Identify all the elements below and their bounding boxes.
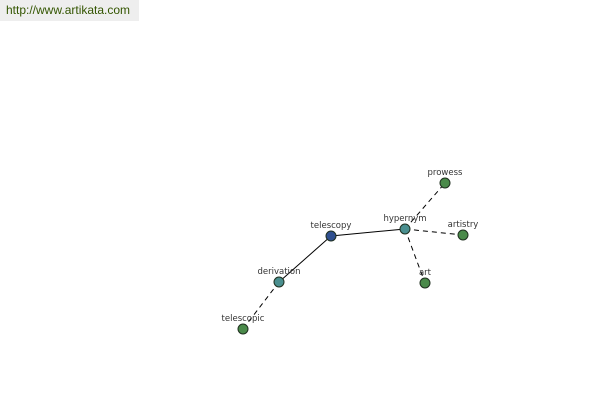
node-label-telescopy: telescopy bbox=[311, 221, 352, 231]
node-prowess[interactable]: prowess bbox=[428, 168, 464, 189]
node-marker-telescopic[interactable] bbox=[237, 323, 249, 335]
node-label-prowess: prowess bbox=[428, 168, 464, 178]
node-label-artistry: artistry bbox=[448, 220, 479, 230]
node-art[interactable]: art bbox=[419, 268, 432, 289]
site-url-link[interactable]: http://www.artikata.com bbox=[0, 0, 139, 21]
node-hypernym[interactable]: hypernym bbox=[383, 214, 427, 235]
node-marker-prowess[interactable] bbox=[439, 177, 451, 189]
node-marker-hypernym[interactable] bbox=[399, 223, 411, 235]
edge-hypernym-art bbox=[404, 228, 426, 284]
edges-layer bbox=[242, 182, 464, 330]
edge-telescopy-derivation bbox=[278, 235, 332, 283]
node-label-hypernym: hypernym bbox=[383, 214, 426, 224]
node-marker-telescopy[interactable] bbox=[325, 230, 337, 242]
edge-hypernym-prowess bbox=[404, 182, 446, 230]
node-marker-art[interactable] bbox=[419, 277, 431, 289]
node-label-art: art bbox=[419, 268, 432, 278]
node-telescopic[interactable]: telescopic bbox=[222, 314, 265, 335]
nodes-layer: telescopy hypernym derivation prowess artist… bbox=[222, 168, 479, 335]
edge-telescopy-hypernym bbox=[330, 228, 406, 237]
node-artistry[interactable]: artistry bbox=[448, 220, 479, 241]
node-label-telescopic: telescopic bbox=[222, 314, 265, 324]
node-marker-derivation[interactable] bbox=[273, 276, 285, 288]
node-telescopy[interactable]: telescopy bbox=[311, 221, 352, 242]
edge-hypernym-artistry bbox=[404, 228, 464, 236]
edge-derivation-telescopic bbox=[242, 281, 280, 330]
node-derivation[interactable]: derivation bbox=[257, 267, 301, 288]
node-label-derivation: derivation bbox=[257, 267, 300, 277]
node-marker-artistry[interactable] bbox=[457, 229, 469, 241]
